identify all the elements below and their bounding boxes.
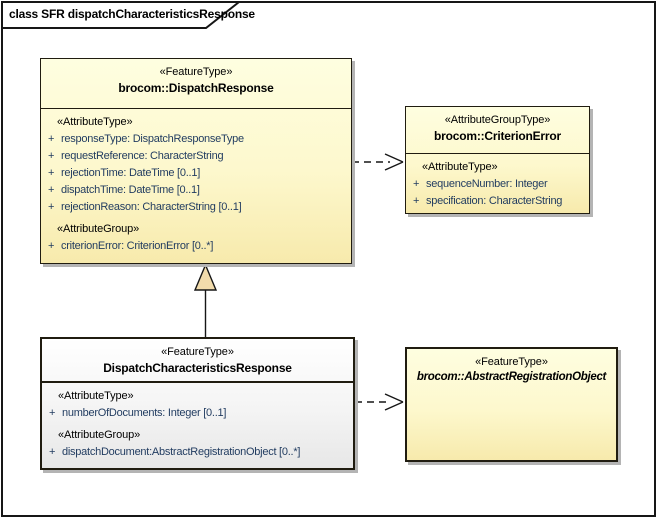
class-header: «FeatureType» brocom::DispatchResponse <box>41 59 351 109</box>
attribute-row[interactable]: + dispatchTime: DateTime [0..1] <box>41 182 351 199</box>
class-body: «AttributeType» + sequenceNumber: Intege… <box>406 154 589 210</box>
attribute-row[interactable]: + requestReference: CharacterString <box>41 148 351 165</box>
attribute-row[interactable]: + dispatchDocument:AbstractRegistrationO… <box>42 444 353 461</box>
class-abstract-registration-object[interactable]: «FeatureType» brocom::AbstractRegistrati… <box>405 347 618 462</box>
attribute-type-heading: «AttributeType» <box>422 161 498 173</box>
attribute-text: sequenceNumber: Integer <box>426 178 548 190</box>
visibility-marker: + <box>413 178 420 190</box>
attribute-text: specification: CharacterString <box>426 195 563 207</box>
attribute-type-heading: «AttributeType» <box>57 116 133 128</box>
class-name: brocom::DispatchResponse <box>118 81 274 95</box>
class-name: brocom::AbstractRegistrationObject <box>416 371 607 383</box>
visibility-marker: + <box>48 150 55 162</box>
class-body: «AttributeType» + numberOfDocuments: Int… <box>42 383 353 461</box>
attribute-row[interactable]: + specification: CharacterString <box>406 193 589 210</box>
attribute-text: rejectionReason: CharacterString [0..1] <box>61 201 242 213</box>
attribute-row[interactable]: + responseType: DispatchResponseType <box>41 131 351 148</box>
attribute-text: numberOfDocuments: Integer [0..1] <box>62 407 227 419</box>
diagram-title: class SFR dispatchCharacteristicsRespons… <box>9 7 255 21</box>
dependency-connector-abstract-registration-object[interactable] <box>355 393 404 411</box>
attribute-text: responseType: DispatchResponseType <box>61 133 244 145</box>
attribute-row[interactable]: + numberOfDocuments: Integer [0..1] <box>42 405 353 422</box>
stereotype-label: «FeatureType» <box>159 66 233 78</box>
attribute-row[interactable]: + criterionError: CriterionError [0..*] <box>41 238 351 255</box>
stereotype-label: «FeatureType» <box>161 346 234 358</box>
attribute-text: criterionError: CriterionError [0..*] <box>61 240 214 252</box>
dependency-connector-criterion-error[interactable] <box>352 153 404 171</box>
visibility-marker: + <box>48 184 55 196</box>
diagram-frame-tab <box>1 1 242 29</box>
class-name: brocom::CriterionError <box>434 129 561 143</box>
class-header: «FeatureType» brocom::AbstractRegistrati… <box>407 349 616 399</box>
attribute-text: rejectionTime: DateTime [0..1] <box>61 167 201 179</box>
attribute-text: requestReference: CharacterString <box>61 150 224 162</box>
class-header: «AttributeGroupType» brocom::CriterionEr… <box>406 107 589 154</box>
visibility-marker: + <box>49 407 56 419</box>
visibility-marker: + <box>48 201 55 213</box>
stereotype-label: «AttributeGroupType» <box>444 114 551 126</box>
open-arrowhead-icon <box>384 393 404 411</box>
visibility-marker: + <box>413 195 420 207</box>
class-criterion-error[interactable]: «AttributeGroupType» brocom::CriterionEr… <box>405 106 590 214</box>
visibility-marker: + <box>48 240 55 252</box>
class-dispatch-response[interactable]: «FeatureType» brocom::DispatchResponse «… <box>40 58 352 264</box>
attribute-text: dispatchTime: DateTime [0..1] <box>61 184 200 196</box>
visibility-marker: + <box>49 446 56 458</box>
attribute-group-heading: «AttributeGroup» <box>57 223 140 235</box>
attribute-text: dispatchDocument:AbstractRegistrationObj… <box>62 446 301 458</box>
generalization-triangle-icon <box>193 263 218 291</box>
class-header: «FeatureType» DispatchCharacteristicsRes… <box>42 339 353 383</box>
attribute-row[interactable]: + rejectionReason: CharacterString [0..1… <box>41 199 351 216</box>
frame-tab-shape <box>1 1 242 29</box>
attribute-group-heading: «AttributeGroup» <box>58 429 141 441</box>
open-arrowhead-icon <box>384 153 404 171</box>
visibility-marker: + <box>48 167 55 179</box>
attribute-row[interactable]: + rejectionTime: DateTime [0..1] <box>41 165 351 182</box>
visibility-marker: + <box>48 133 55 145</box>
class-dispatch-characteristics-response[interactable]: «FeatureType» DispatchCharacteristicsRes… <box>40 337 355 470</box>
generalization-connector[interactable] <box>193 263 218 338</box>
class-name: DispatchCharacteristicsResponse <box>103 361 292 375</box>
attribute-row[interactable]: + sequenceNumber: Integer <box>406 176 589 193</box>
attribute-type-heading: «AttributeType» <box>58 390 134 402</box>
stereotype-label: «FeatureType» <box>475 356 548 368</box>
class-body: «AttributeType» + responseType: Dispatch… <box>41 109 351 255</box>
